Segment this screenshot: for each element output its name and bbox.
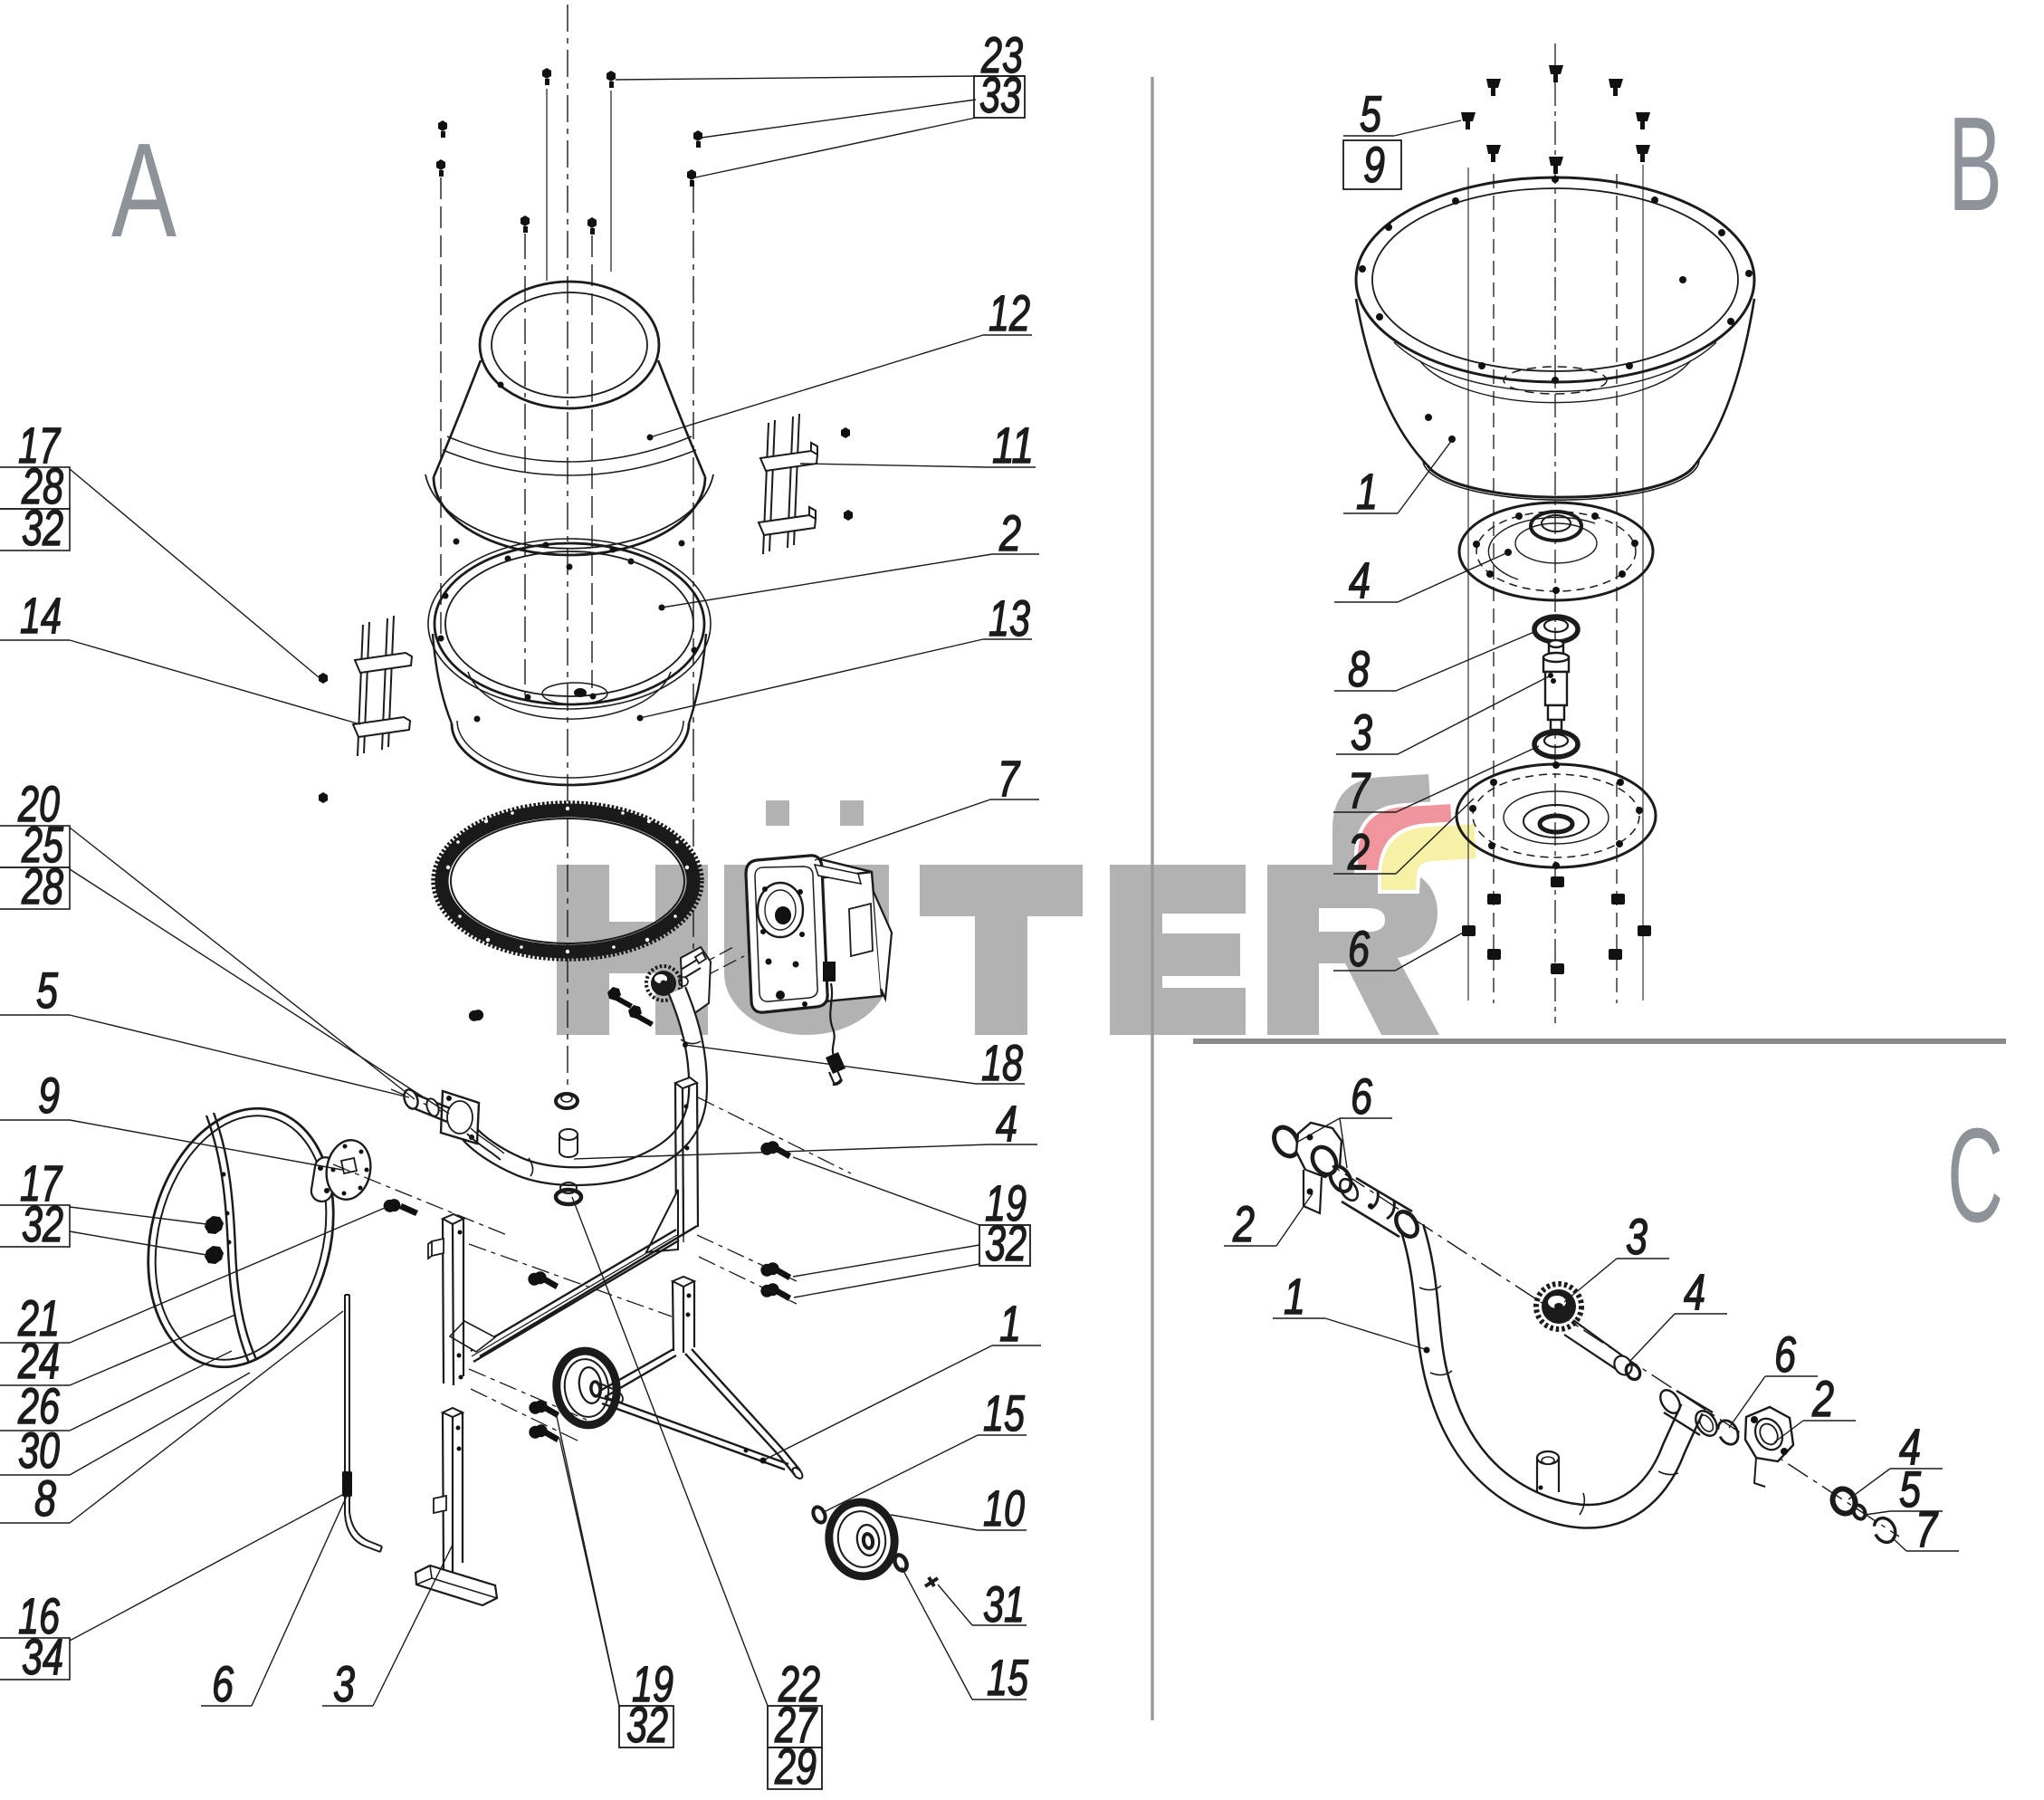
svg-text:13: 13 — [989, 589, 1030, 646]
svg-text:8: 8 — [34, 1470, 56, 1527]
svg-text:4: 4 — [996, 1095, 1017, 1152]
svg-text:29: 29 — [774, 1738, 817, 1795]
svg-text:11: 11 — [992, 416, 1034, 474]
svg-text:6: 6 — [1351, 1068, 1373, 1125]
svg-text:2: 2 — [1811, 1370, 1834, 1427]
svg-text:6: 6 — [1774, 1326, 1797, 1383]
svg-text:7: 7 — [998, 750, 1020, 807]
svg-text:14: 14 — [20, 587, 62, 644]
svg-text:A: A — [111, 116, 177, 265]
svg-text:3: 3 — [333, 1655, 355, 1712]
svg-text:7: 7 — [1348, 761, 1371, 819]
svg-text:5: 5 — [1360, 85, 1382, 142]
svg-text:21: 21 — [17, 1289, 60, 1346]
svg-text:33: 33 — [979, 66, 1021, 123]
svg-text:B: B — [1948, 90, 2002, 239]
svg-text:C: C — [1947, 1101, 2003, 1250]
svg-text:19: 19 — [632, 1655, 673, 1712]
svg-text:32: 32 — [22, 1195, 63, 1252]
svg-text:31: 31 — [983, 1575, 1025, 1632]
svg-text:17: 17 — [20, 1154, 62, 1211]
svg-text:23: 23 — [980, 26, 1023, 83]
svg-text:8: 8 — [1348, 640, 1370, 697]
svg-text:10: 10 — [983, 1479, 1025, 1537]
svg-text:17: 17 — [18, 416, 61, 474]
svg-text:18: 18 — [981, 1034, 1023, 1091]
svg-text:5: 5 — [1899, 1460, 1922, 1518]
svg-text:19: 19 — [985, 1174, 1027, 1231]
svg-text:9: 9 — [38, 1067, 60, 1124]
svg-text:2: 2 — [998, 504, 1021, 561]
svg-text:16: 16 — [18, 1587, 61, 1644]
svg-text:2: 2 — [1232, 1195, 1255, 1252]
svg-text:22: 22 — [778, 1655, 820, 1712]
svg-text:26: 26 — [17, 1377, 60, 1434]
svg-text:3: 3 — [1351, 704, 1372, 761]
svg-text:5: 5 — [36, 962, 59, 1019]
svg-text:4: 4 — [1349, 551, 1371, 608]
svg-text:4: 4 — [1684, 1263, 1705, 1320]
svg-text:9: 9 — [1363, 136, 1385, 193]
svg-text:25: 25 — [21, 816, 63, 873]
svg-text:1: 1 — [999, 1295, 1021, 1352]
svg-text:34: 34 — [22, 1628, 63, 1685]
svg-text:32: 32 — [22, 499, 63, 556]
svg-text:15: 15 — [987, 1649, 1029, 1706]
svg-text:2: 2 — [1347, 823, 1370, 880]
svg-text:12: 12 — [989, 284, 1030, 341]
svg-text:3: 3 — [1626, 1208, 1648, 1265]
svg-text:24: 24 — [17, 1332, 60, 1389]
svg-text:15: 15 — [983, 1384, 1026, 1441]
svg-text:7: 7 — [1915, 1500, 1938, 1557]
svg-text:28: 28 — [21, 857, 63, 914]
svg-text:32: 32 — [626, 1696, 668, 1753]
svg-text:28: 28 — [21, 457, 63, 514]
svg-text:20: 20 — [17, 775, 60, 832]
svg-text:1: 1 — [1356, 463, 1378, 520]
svg-text:6: 6 — [1348, 920, 1371, 977]
svg-text:27: 27 — [774, 1696, 817, 1753]
svg-text:1: 1 — [1284, 1268, 1305, 1325]
svg-text:4: 4 — [1899, 1418, 1921, 1475]
svg-text:32: 32 — [985, 1214, 1027, 1271]
svg-text:30: 30 — [18, 1422, 60, 1479]
svg-text:6: 6 — [212, 1655, 234, 1712]
